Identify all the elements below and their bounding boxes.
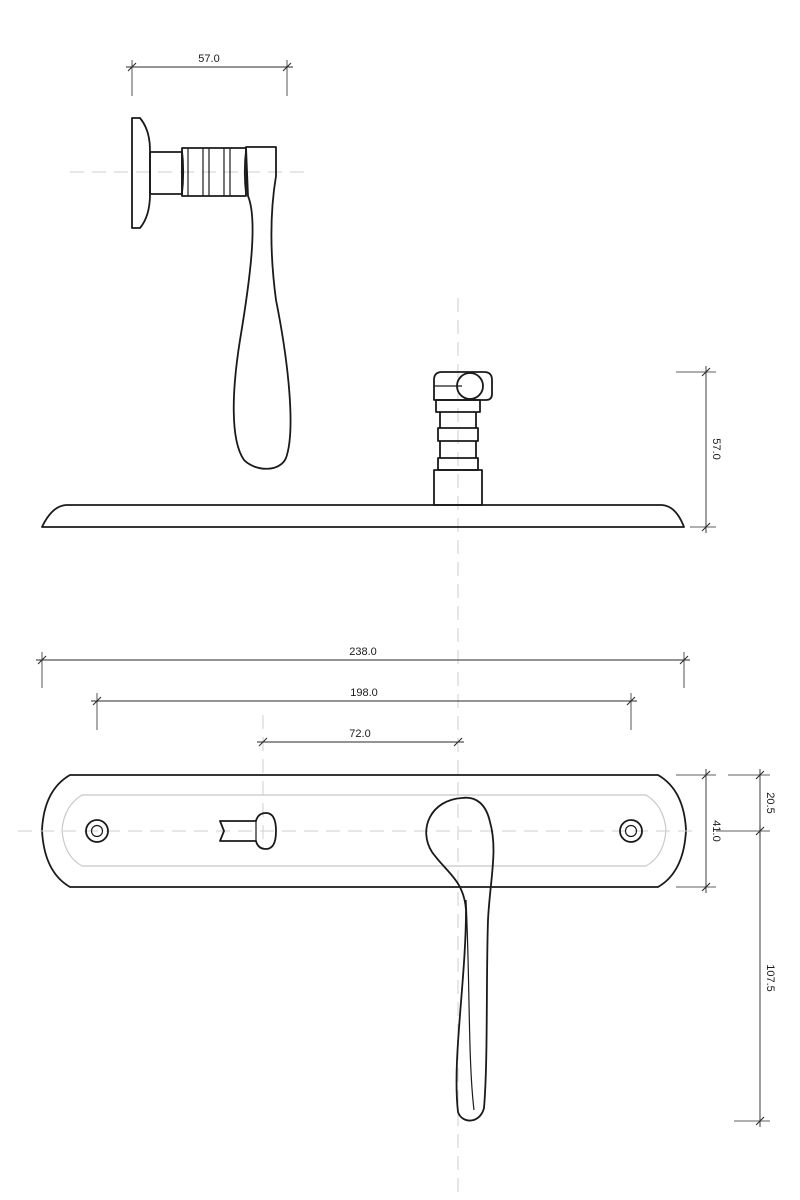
- dim-lever-length: 107.5: [734, 825, 776, 1127]
- dim-text-lever-projection: 57.0: [198, 53, 219, 65]
- dim-text-rose-height: 57.0: [710, 438, 722, 459]
- spindle-ribs: [435, 399, 481, 471]
- lever-side-view: [70, 117, 310, 470]
- dim-text-plate-length: 238.0: [349, 646, 377, 658]
- screw-hole-right: [619, 819, 643, 843]
- spindle-head: [433, 371, 493, 401]
- plate-bevel-line: [61, 794, 667, 867]
- dim-half-width: 20.5: [716, 769, 776, 837]
- dim-fixing-centers: 198.0: [91, 687, 637, 730]
- plate-outline: [41, 774, 687, 888]
- dim-lever-projection: 57.0: [126, 53, 293, 96]
- dim-text-backset: 72.0: [349, 728, 370, 740]
- lever-arm-front: [425, 796, 495, 1122]
- lever-neck: [149, 151, 183, 195]
- spindle-head-cap: [456, 372, 484, 400]
- plate-front-view: [18, 774, 700, 1122]
- dim-text-half-width: 20.5: [764, 792, 776, 813]
- dim-text-fixing-centers: 198.0: [350, 687, 378, 699]
- lever-arm-side: [232, 146, 292, 470]
- dim-text-lever-length: 107.5: [764, 964, 776, 992]
- keyhole: [219, 812, 277, 850]
- plate-side-view: [41, 371, 685, 528]
- dim-rose-height: 57.0: [676, 366, 722, 533]
- plate-side-profile: [41, 504, 685, 528]
- dim-plate-length: 238.0: [36, 646, 690, 688]
- screw-hole-left: [85, 819, 109, 843]
- dim-backset: 72.0: [257, 715, 464, 850]
- lever-rose: [131, 117, 151, 229]
